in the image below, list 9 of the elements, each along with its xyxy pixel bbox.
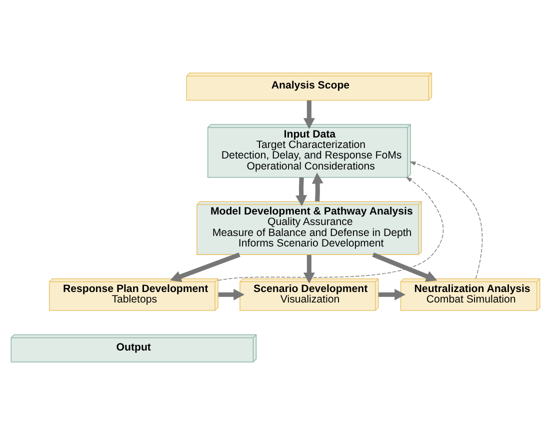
arrow <box>372 252 438 282</box>
arrow <box>218 176 444 280</box>
arrow <box>303 100 315 129</box>
arrow <box>409 160 483 278</box>
arrow <box>378 288 406 300</box>
arrow <box>296 176 307 206</box>
arrow <box>312 172 324 202</box>
arrow <box>218 288 245 300</box>
arrow <box>303 254 315 284</box>
